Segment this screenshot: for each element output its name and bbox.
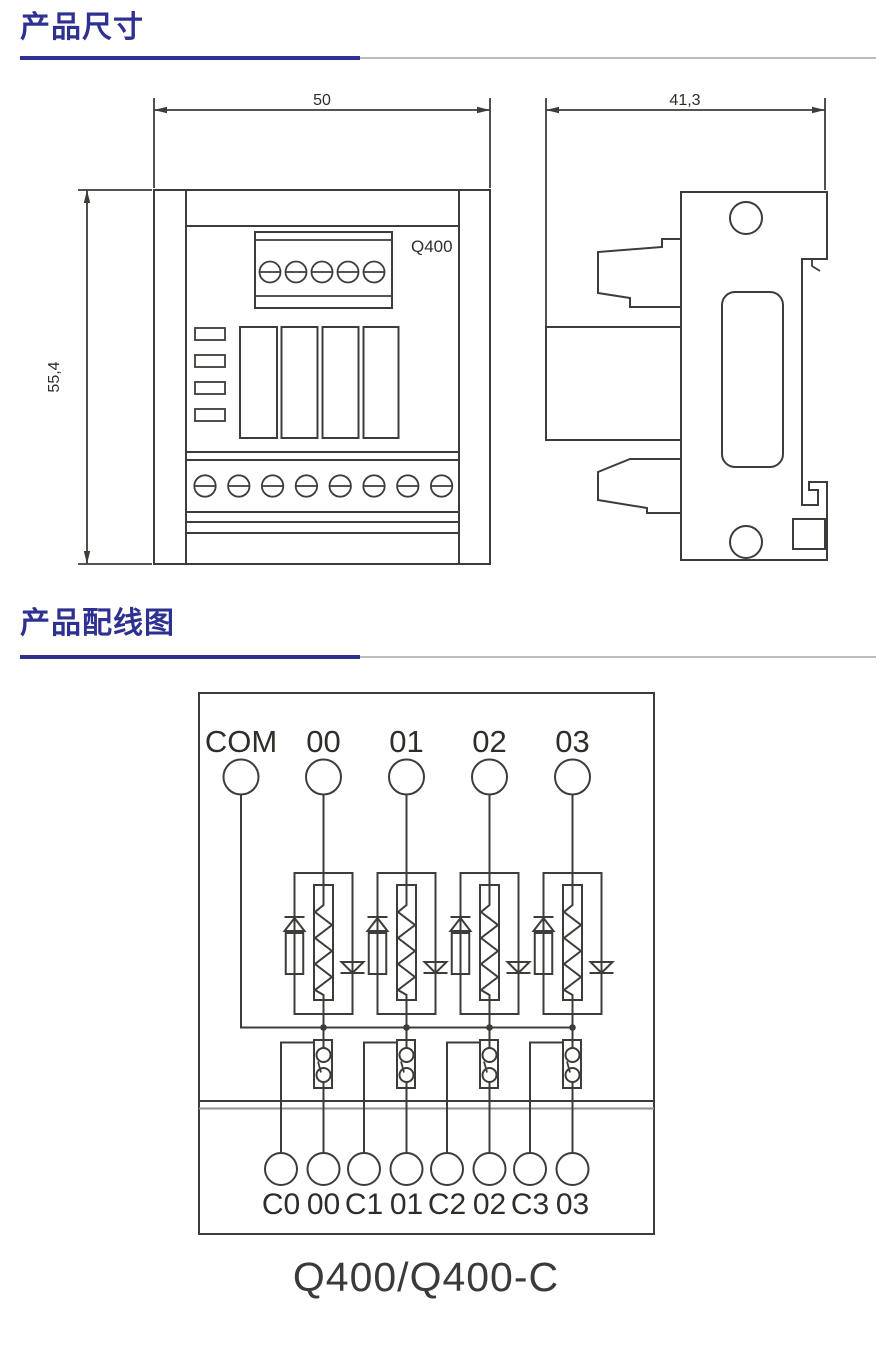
section-title-dimensions: 产品尺寸 bbox=[20, 11, 144, 44]
label-00-out: 00 bbox=[307, 1188, 340, 1221]
wiring-diagram: COM 00 01 02 03 C0 00 C1 01 C2 02 C3 03 … bbox=[198, 692, 655, 1300]
wiring-outline bbox=[198, 692, 655, 1235]
com-bus-wire bbox=[240, 794, 573, 1029]
front-height-value: 55,4 bbox=[46, 361, 63, 392]
terminal-01-in bbox=[388, 758, 425, 796]
terminal-03-in bbox=[554, 758, 591, 796]
section-divider bbox=[20, 56, 876, 60]
wiring-bottom-terminals: C0 00 C1 01 C2 02 C3 03 bbox=[262, 1152, 590, 1221]
terminal-c1 bbox=[347, 1152, 381, 1186]
divider-accent-segment bbox=[20, 655, 360, 659]
label-03: 03 bbox=[555, 724, 589, 759]
front-model-label: Q400 bbox=[411, 237, 453, 256]
wiring-caption: Q400/Q400-C bbox=[293, 1254, 559, 1300]
terminal-01-out bbox=[389, 1152, 424, 1186]
front-bottom-terminal-strip bbox=[186, 451, 459, 534]
section-title-wiring: 产品配线图 bbox=[20, 607, 175, 640]
relay-unit-2 bbox=[446, 793, 532, 1154]
section-divider bbox=[20, 655, 876, 659]
terminal-02-in bbox=[471, 758, 508, 796]
terminal-03-out bbox=[555, 1152, 590, 1186]
terminal-02-out bbox=[472, 1152, 507, 1186]
side-top-hole bbox=[729, 201, 763, 235]
front-top-terminal-block bbox=[254, 231, 393, 309]
front-led-indicators bbox=[194, 327, 226, 422]
label-c3: C3 bbox=[511, 1188, 549, 1221]
relay-unit-3 bbox=[529, 793, 615, 1154]
terminal-com bbox=[222, 758, 260, 796]
terminal-00-out bbox=[306, 1152, 341, 1186]
front-view-drawing: Q400 bbox=[153, 189, 491, 565]
divider-gray-segment bbox=[360, 656, 876, 658]
front-height-dimension: 55,4 bbox=[46, 189, 152, 565]
label-02: 02 bbox=[472, 724, 506, 759]
label-03-out: 03 bbox=[556, 1188, 589, 1221]
label-c0: C0 bbox=[262, 1188, 300, 1221]
front-width-dimension: 50 bbox=[153, 92, 491, 188]
divider-gray-segment bbox=[360, 57, 876, 59]
label-02-out: 02 bbox=[473, 1188, 506, 1221]
terminal-c0 bbox=[264, 1152, 298, 1186]
relay-unit-1 bbox=[363, 793, 449, 1154]
wiring-top-terminals: COM 00 01 02 03 bbox=[205, 724, 591, 796]
label-c2: C2 bbox=[428, 1188, 466, 1221]
side-depth-dimension: 41,3 bbox=[545, 92, 826, 327]
label-01: 01 bbox=[389, 724, 423, 759]
label-c1: C1 bbox=[345, 1188, 383, 1221]
divider-accent-segment bbox=[20, 56, 360, 60]
side-depth-value: 41,3 bbox=[669, 92, 700, 109]
side-din-latch bbox=[792, 518, 826, 550]
side-view-drawing bbox=[545, 191, 828, 561]
front-relay-blocks bbox=[239, 326, 400, 439]
label-com: COM bbox=[205, 724, 277, 759]
terminal-c3 bbox=[513, 1152, 547, 1186]
terminal-00-in bbox=[305, 758, 342, 796]
label-00: 00 bbox=[306, 724, 340, 759]
relay-unit-0 bbox=[280, 793, 366, 1154]
side-bottom-hole bbox=[729, 525, 763, 559]
front-width-value: 50 bbox=[313, 92, 331, 109]
terminal-c2 bbox=[430, 1152, 464, 1186]
label-01-out: 01 bbox=[390, 1188, 423, 1221]
